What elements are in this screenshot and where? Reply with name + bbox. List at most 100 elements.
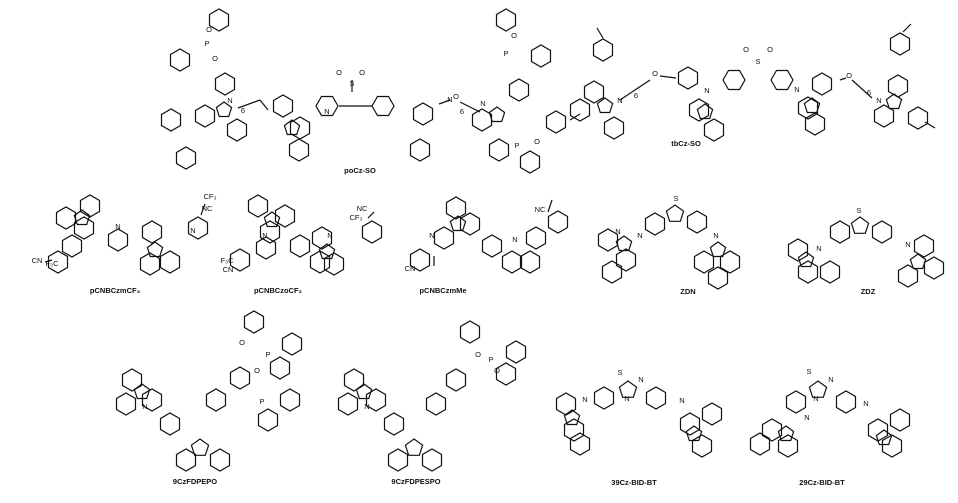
- benzene-ring: [592, 38, 614, 62]
- atom-label: CN: [405, 264, 416, 273]
- atom-label: N: [327, 231, 332, 240]
- atom-label: O: [336, 68, 342, 77]
- benzene-ring: [337, 392, 359, 416]
- five-membered-ring: [596, 97, 614, 114]
- benzene-ring: [555, 392, 577, 416]
- structure-caption: pCNBCzoCF₃: [254, 286, 303, 295]
- benzene-ring: [383, 412, 405, 436]
- atom-label: N: [813, 394, 818, 403]
- benzene-ring: [547, 210, 569, 234]
- benzene-ring: [343, 368, 365, 392]
- five-membered-ring: [665, 204, 685, 222]
- chain-subscript: 6: [634, 91, 638, 100]
- benzene-ring: [871, 220, 893, 244]
- bond: [547, 199, 553, 213]
- benzene-ring: [55, 206, 77, 230]
- bond: [839, 77, 847, 81]
- five-membered-ring: [355, 383, 373, 400]
- atom-label: N: [704, 86, 709, 95]
- benzene-ring: [889, 32, 911, 56]
- benzene-ring: [495, 8, 517, 32]
- atom-label: F₃C: [45, 259, 59, 268]
- five-membered-ring: [146, 241, 164, 258]
- benzene-ring: [208, 8, 230, 32]
- benzene-ring: [481, 234, 503, 258]
- benzene-ring: [243, 310, 265, 334]
- atom-label: NC: [357, 204, 368, 213]
- benzene-ring: [214, 72, 236, 96]
- structure-caption: 29Cz-BID-BT: [799, 478, 845, 487]
- five-membered-ring: [885, 93, 903, 110]
- bond: [200, 203, 206, 216]
- atom-label: S: [673, 194, 678, 203]
- atom-label: S: [856, 206, 861, 215]
- benzene-ring: [47, 250, 69, 274]
- benzene-ring: [289, 234, 311, 258]
- benzene-ring: [409, 248, 431, 272]
- atom-label: N: [828, 375, 833, 384]
- benzene-ring: [412, 102, 434, 126]
- bond: [902, 23, 912, 33]
- benzene-ring: [311, 226, 333, 250]
- five-membered-ring: [875, 429, 893, 446]
- benzene-ring: [603, 116, 625, 140]
- atom-label: CN: [223, 265, 234, 274]
- benzene-ring: [686, 210, 708, 234]
- benzene-ring: [226, 118, 248, 142]
- benzene-ring: [361, 220, 383, 244]
- atom-label: N: [863, 399, 868, 408]
- atom-label: O: [239, 338, 245, 347]
- five-membered-ring: [133, 383, 151, 400]
- atom-label: N: [637, 231, 642, 240]
- benzene-ring: [881, 434, 903, 458]
- benzene-ring: [505, 340, 527, 364]
- atom-label: NC: [535, 205, 546, 214]
- atom-label: N: [713, 231, 718, 240]
- benzene-ring: [563, 418, 585, 442]
- atom-label: O: [453, 92, 459, 101]
- benzene-ring: [897, 264, 919, 288]
- atom-label: N: [638, 375, 643, 384]
- benzene-ring: [160, 108, 182, 132]
- benzene-ring: [229, 248, 251, 272]
- benzene-ring: [281, 332, 303, 356]
- atom-label: O: [846, 71, 852, 80]
- benzene-ring: [811, 72, 833, 96]
- benzene-ring: [257, 408, 279, 432]
- benzene-ring: [445, 368, 467, 392]
- benzene-ring: [703, 118, 725, 142]
- benzene-ring: [761, 418, 783, 442]
- benzene-ring: [229, 366, 251, 390]
- atom-label: N: [794, 85, 799, 94]
- benzene-ring: [371, 95, 395, 117]
- benzene-ring: [459, 212, 481, 236]
- benzene-ring: [707, 266, 729, 290]
- atom-label: N: [816, 244, 821, 253]
- atom-label: O: [254, 366, 260, 375]
- atom-label: CN: [32, 256, 43, 265]
- atom-label: N: [679, 396, 684, 405]
- benzene-ring: [259, 220, 281, 244]
- benzene-ring: [247, 194, 269, 218]
- bond: [459, 101, 481, 113]
- benzene-ring: [819, 260, 841, 284]
- benzene-ring: [777, 434, 799, 458]
- atom-label: N: [582, 395, 587, 404]
- benzene-ring: [279, 388, 301, 412]
- five-membered-ring: [563, 409, 581, 426]
- benzene-ring: [488, 138, 510, 162]
- benzene-ring: [309, 250, 331, 274]
- atom-label: O: [767, 45, 773, 54]
- structure-caption: ZDZ: [861, 287, 876, 296]
- bond: [659, 75, 677, 79]
- five-membered-ring: [488, 106, 506, 123]
- atom-label: N: [876, 96, 881, 105]
- bond: [924, 121, 936, 129]
- benzene-ring: [141, 220, 163, 244]
- benzene-ring: [530, 44, 552, 68]
- five-membered-ring: [73, 209, 91, 226]
